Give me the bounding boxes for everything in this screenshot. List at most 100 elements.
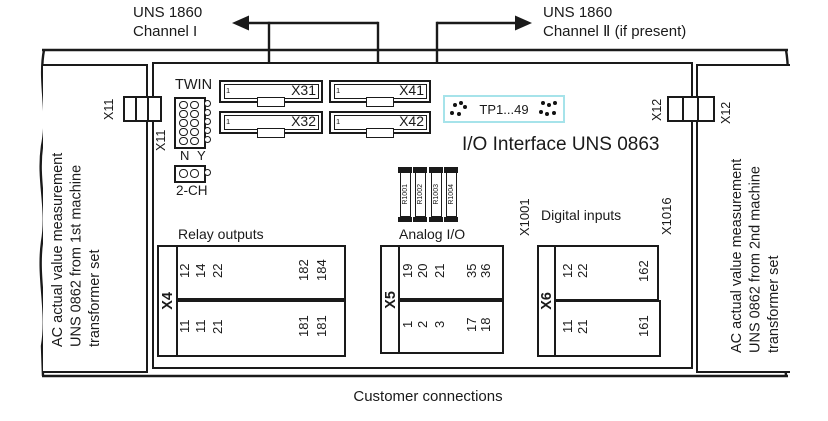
resistor-lead: [429, 167, 443, 173]
x11-label-panel-side: X11: [102, 98, 116, 120]
digital-range-end-label: X1016: [659, 197, 674, 235]
connector-x5-label: X5: [382, 290, 399, 309]
x12-label-panel-side: X12: [719, 101, 733, 125]
x6-top-row: [554, 245, 659, 301]
pin-number: 2: [415, 320, 430, 329]
pin1-marker: 1: [336, 117, 341, 126]
pin-number: 14: [193, 263, 208, 278]
pin-number: 1: [400, 320, 415, 329]
pin-number: 181: [296, 315, 311, 338]
pin1-marker: 1: [336, 86, 341, 95]
pin-number: 12: [177, 263, 192, 278]
resistor-lead: [444, 216, 458, 222]
pin-number: 162: [636, 260, 651, 282]
pin-number: 161: [636, 315, 651, 338]
connector-x41: 1 X41: [329, 80, 431, 107]
right-panel-line: UNS 0862 from 2nd machine: [747, 166, 764, 353]
right-panel-line: transformer set: [766, 255, 782, 354]
2ch-jumper-block: [174, 165, 206, 183]
resistor-lead: [429, 216, 443, 222]
resistor-body: R1004: [446, 172, 457, 217]
x6-bottom-row: [554, 300, 661, 357]
resistor-label: R1002: [417, 184, 424, 205]
relay-outputs-title: Relay outputs: [178, 226, 264, 242]
resistor-lead: [398, 167, 412, 173]
digital-range-start-label: X1001: [517, 198, 532, 236]
resistor-label: R1004: [448, 184, 455, 205]
twin-pin: [204, 109, 211, 116]
connector-label: X31: [291, 82, 316, 98]
x12-label-board-side: X12: [650, 98, 664, 122]
x4-top-row: [176, 245, 346, 300]
connector-x6-label: X6: [539, 292, 555, 310]
connector-notch: [257, 97, 285, 107]
digital-inputs-title: Digital inputs: [541, 207, 622, 223]
channel1-label: UNS 1860 Channel I: [133, 3, 202, 41]
resistor-label: R1003: [433, 184, 440, 205]
resistor-body: R1002: [415, 172, 426, 217]
resistor-r1004: R1004: [444, 167, 458, 222]
channel2-line2: Channel Ⅱ (if present): [543, 23, 687, 40]
resistor-lead: [413, 167, 427, 173]
resistor-label: R1001: [402, 184, 409, 205]
connector-x32: 1 X32: [219, 111, 323, 138]
channel2-label: UNS 1860 Channel Ⅱ (if present): [543, 3, 686, 41]
pin-number: 11: [560, 319, 575, 334]
pin-number: 11: [193, 319, 208, 334]
resistor-lead: [398, 216, 412, 222]
resistor-lead: [444, 167, 458, 173]
connector-notch: [366, 128, 394, 138]
pin-number: 19: [400, 263, 415, 278]
pin-number: 11: [177, 319, 192, 334]
pin-number: 22: [210, 263, 225, 278]
pin-number: 36: [478, 263, 493, 278]
x4-bottom-row: [176, 300, 346, 357]
pin-number: 21: [575, 319, 590, 334]
n-label: N: [180, 148, 190, 163]
x5-bottom-row: [398, 300, 504, 354]
pin-number: 181: [314, 315, 329, 338]
resistor-r1002: R1002: [413, 167, 427, 222]
channel2-arrowhead: [515, 15, 532, 31]
testpoints-box: TP1...49: [443, 95, 565, 123]
right-panel-line: AC actual value measurement: [729, 158, 745, 353]
x11-label-board-side: X11: [154, 129, 168, 151]
resistor-body: R1001: [400, 172, 411, 217]
connector-x4-label: X4: [160, 292, 176, 310]
connector-label: X42: [399, 113, 424, 129]
y-label: Y: [197, 148, 206, 163]
twin-pin: [204, 127, 211, 134]
connector-x42: 1 X42: [329, 111, 431, 138]
resistor-body: R1003: [431, 172, 442, 217]
channel1-line1: UNS 1860: [133, 4, 203, 21]
board-title: I/O Interface UNS 0863: [462, 134, 660, 155]
pin-number: 3: [432, 320, 447, 329]
pin-number: 20: [415, 263, 430, 278]
x11-connector-segment: [147, 96, 162, 122]
channel2-line1: UNS 1860: [543, 4, 613, 21]
pin-number: 18: [478, 317, 493, 332]
twin-pin: [204, 118, 211, 125]
resistor-r1001: R1001: [398, 167, 412, 222]
connector-label: X41: [399, 82, 424, 98]
resistor-r1003: R1003: [429, 167, 443, 222]
connector-x31: 1 X31: [219, 80, 323, 107]
right-panel-text: AC actual value measurement UNS 0862 fro…: [728, 106, 784, 353]
pin-number: 12: [560, 263, 575, 279]
pin1-marker: 1: [226, 86, 231, 95]
x5-top-row: [398, 245, 504, 300]
customer-connections-label: Customer connections: [353, 388, 503, 405]
left-panel-line: AC actual value measurement: [50, 152, 66, 347]
analog-io-title: Analog I/O: [399, 226, 466, 242]
connector-notch: [366, 97, 394, 107]
pin-number: 184: [314, 259, 329, 282]
x12-connector-segment: [697, 96, 715, 122]
pin1-marker: 1: [226, 117, 231, 126]
twin-pin: [204, 100, 211, 107]
pin-number: 21: [210, 319, 225, 334]
left-panel-line: UNS 0862 from 1st machine: [68, 164, 85, 347]
resistor-lead: [413, 216, 427, 222]
2ch-pin: [204, 169, 211, 176]
pin-number: 22: [575, 263, 590, 279]
